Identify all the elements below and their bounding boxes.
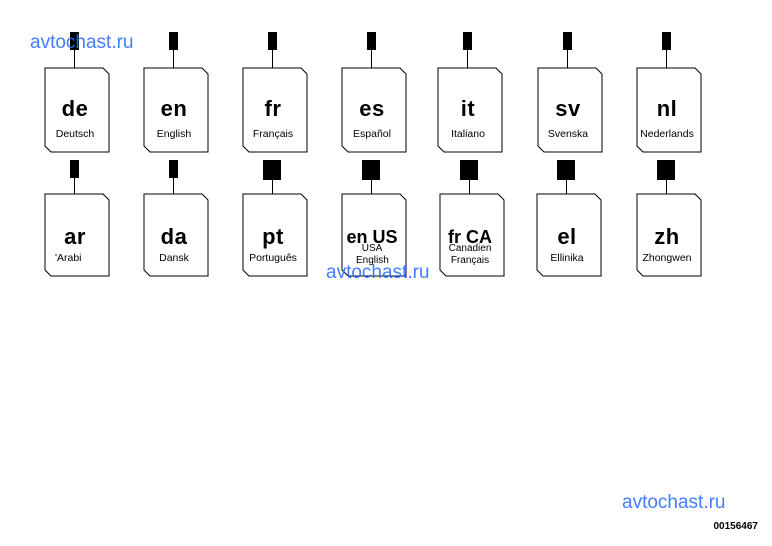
watermark-top-left: avtochast.ru [30,32,134,53]
language-code: de [61,96,89,121]
language-code: zh [654,224,680,249]
book-icon [439,160,505,277]
book-icon [44,160,110,277]
language-code: el [557,224,577,249]
language-name: Svenska [547,128,589,140]
language-name: 'Arabi [55,252,82,264]
book-pt: pt Português [242,160,309,277]
language-code: ar [64,224,86,249]
language-code: da [160,224,188,249]
language-name: Français [252,128,294,140]
language-code: en US [346,227,398,247]
book-fr-ca: fr CA Canadien Français [439,160,506,277]
book-icon [242,160,308,277]
language-name: Zhongwen [642,252,692,264]
book-es: es Español [341,32,408,153]
language-code: sv [555,96,581,121]
book-de: de Deutsch [44,32,111,153]
language-name: Italiano [451,128,485,140]
book-icon [341,160,407,277]
book-fr: fr Français [242,32,309,153]
language-name: Deutsch [55,128,95,140]
language-name: Nederlands [640,128,694,140]
language-code: pt [262,224,284,249]
language-code: fr CA [448,227,492,247]
book-en-us: en US USA English [341,160,408,277]
book-ar: ar 'Arabi [44,160,111,277]
language-name: Ellinika [550,252,584,264]
book-el: el Ellinika [536,160,603,277]
book-icon [536,160,602,277]
book-zh: zh Zhongwen [636,160,703,277]
language-name: English [156,128,192,140]
book-icon [242,32,308,153]
watermark-bottom-right: avtochast.ru [622,492,726,513]
book-nl: nl Nederlands [636,32,703,153]
document-id: 00156467 [713,521,759,532]
language-name: Português [249,252,297,264]
book-en: en English [143,32,210,153]
language-code: fr [264,96,282,121]
language-name: Canadien Français [448,243,492,266]
book-icon [636,32,702,153]
book-sv: sv Svenska [537,32,604,153]
book-icon [44,32,110,153]
book-icon [341,32,407,153]
language-code: es [359,96,385,121]
language-name: USA English [356,243,389,266]
book-icon [143,160,209,277]
book-icon [143,32,209,153]
language-code: nl [656,96,678,121]
language-code: it [460,96,476,121]
book-icon [636,160,702,277]
book-icon [537,32,603,153]
book-icon [437,32,503,153]
watermark-center: avtochast.ru [326,262,430,283]
language-name: Español [353,128,391,140]
book-it: it Italiano [437,32,504,153]
book-da: da Dansk [143,160,210,277]
language-code: en [160,96,188,121]
language-name: Dansk [159,252,189,264]
